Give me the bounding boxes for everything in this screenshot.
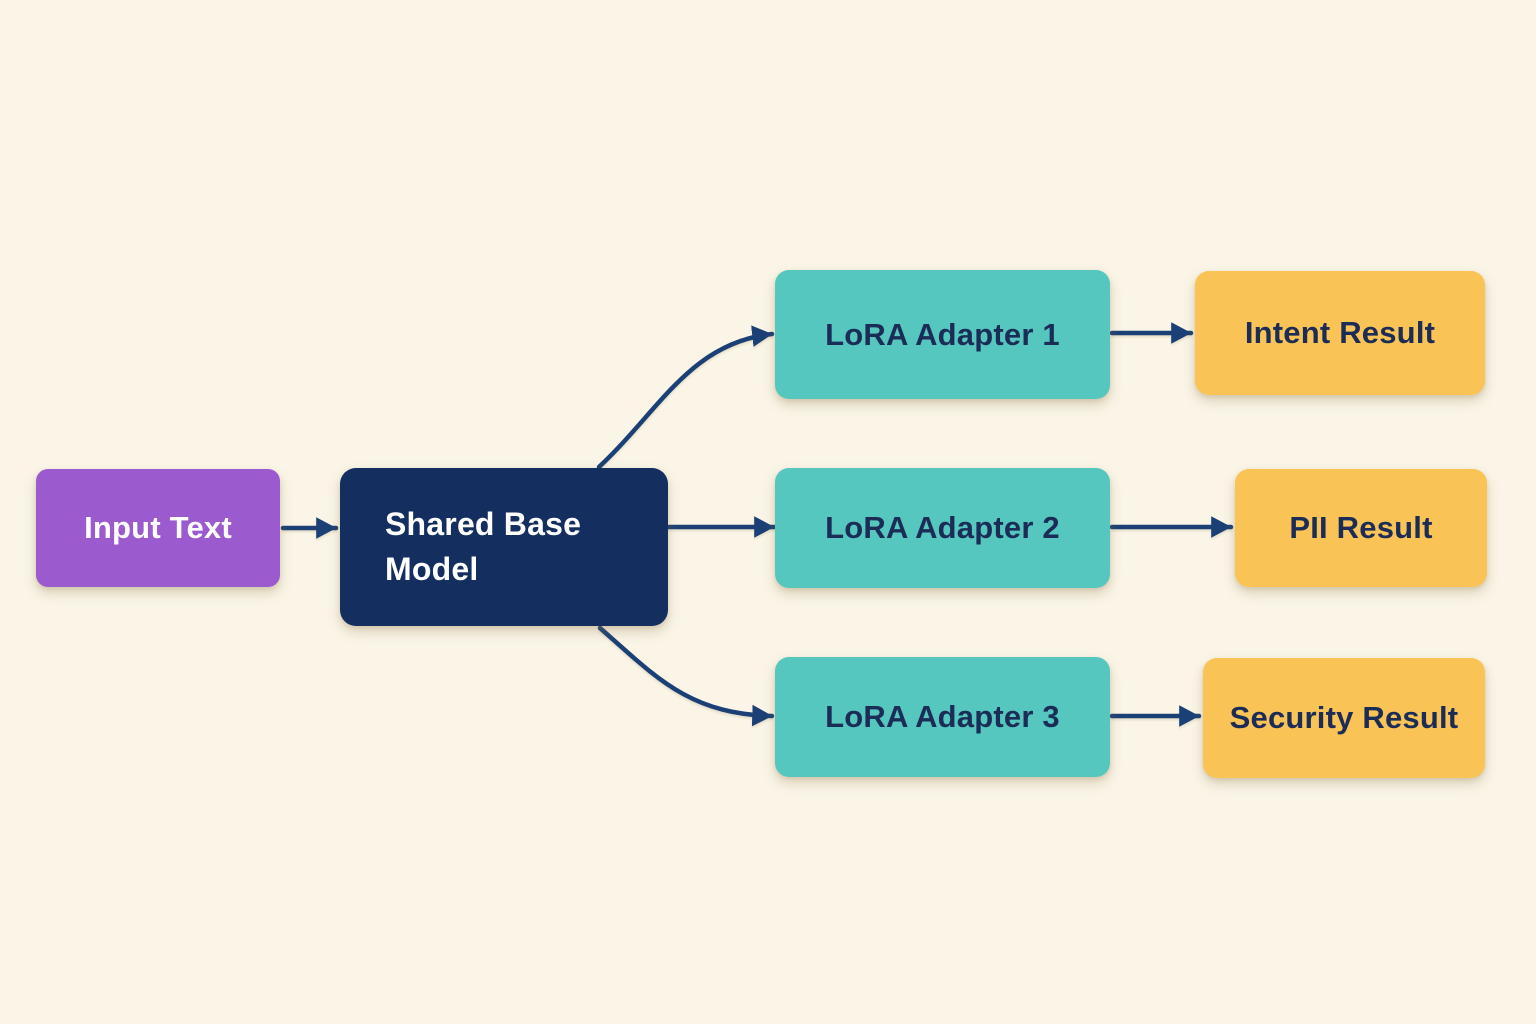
node-lora-adapter-3: LoRA Adapter 3 xyxy=(775,657,1110,777)
node-label: LoRA Adapter 1 xyxy=(825,316,1060,352)
node-label: Security Result xyxy=(1229,700,1459,736)
node-lora-adapter-2: LoRA Adapter 2 xyxy=(775,468,1110,588)
node-lora-adapter-1: LoRA Adapter 1 xyxy=(775,270,1110,399)
edge-base-to-adapter1 xyxy=(596,325,775,470)
node-intent-result: Intent Result xyxy=(1195,271,1485,395)
node-label: PII Result xyxy=(1289,510,1433,546)
node-label: Input Text xyxy=(84,510,232,546)
node-label: Intent Result xyxy=(1244,315,1436,351)
node-security-result: Security Result xyxy=(1203,658,1485,778)
node-shared-base-model: Shared Base Model xyxy=(340,468,668,626)
edge-base-to-adapter3 xyxy=(597,625,775,727)
node-label: LoRA Adapter 3 xyxy=(825,699,1060,735)
node-label: Shared Base Model xyxy=(385,506,582,587)
node-input-text: Input Text xyxy=(36,469,280,587)
node-label: LoRA Adapter 2 xyxy=(825,510,1060,546)
node-pii-result: PII Result xyxy=(1235,469,1487,587)
